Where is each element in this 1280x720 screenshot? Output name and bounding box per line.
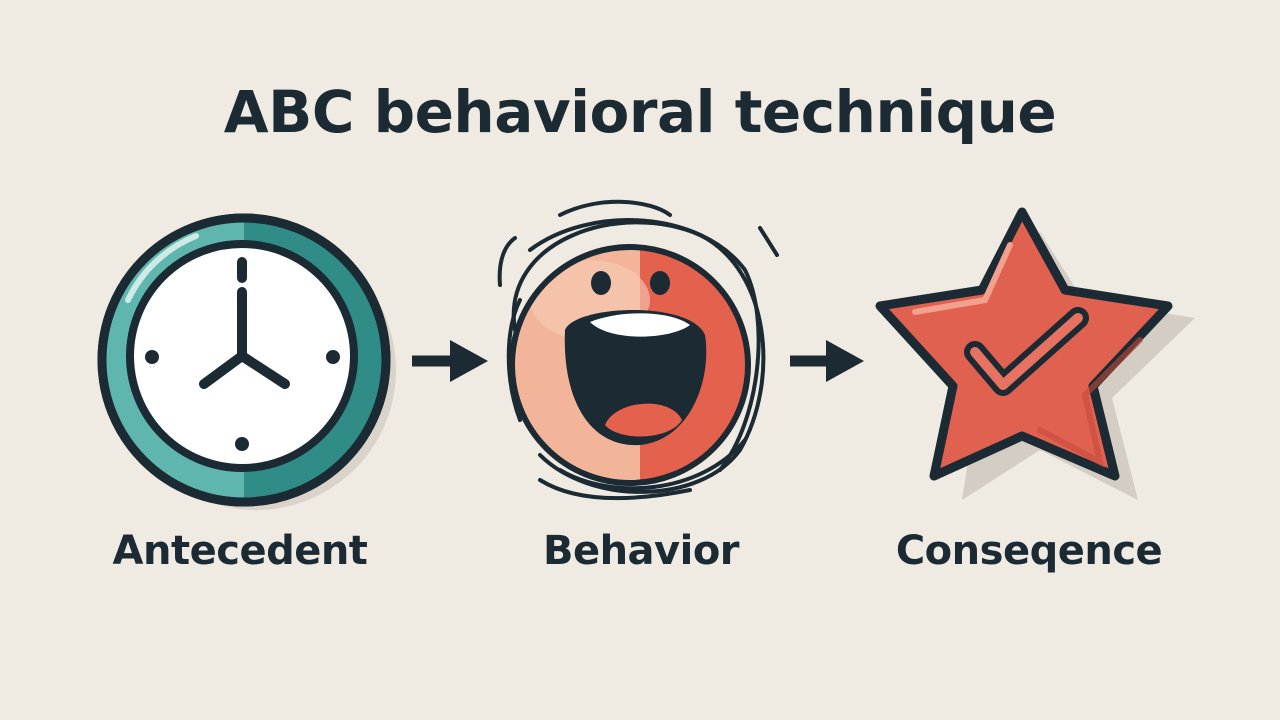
arrow-right-icon <box>412 340 488 382</box>
behavior-label: Behavior <box>542 528 740 574</box>
arrow-right-icon <box>790 340 864 382</box>
clock-icon <box>97 213 396 510</box>
consequence-label: Conseqence <box>895 528 1163 574</box>
screaming-face-icon <box>497 199 779 501</box>
diagram-title: ABC behavioral technique <box>223 78 1057 146</box>
antecedent-label: Antecedent <box>112 528 368 574</box>
star-check-icon <box>875 207 1195 500</box>
